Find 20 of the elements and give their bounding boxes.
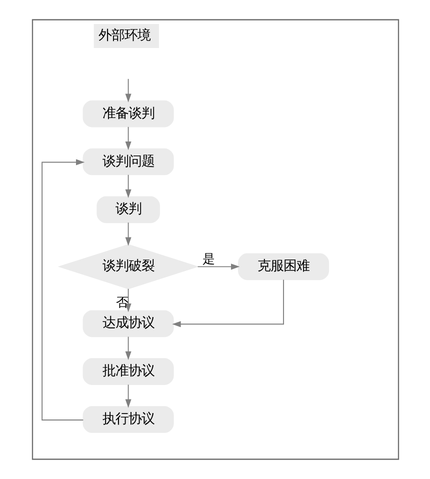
node-box: 准备谈判 (82, 100, 174, 128)
arrow (41, 159, 84, 420)
node-box: 批准协议 (82, 358, 174, 385)
arrow (196, 264, 240, 270)
arrow (124, 126, 131, 150)
arrow (124, 174, 131, 198)
node-box: 克服困难 (238, 253, 329, 280)
node-box: 执行协议 (82, 406, 174, 433)
arrow (124, 288, 131, 312)
node-box: 谈判问题 (82, 148, 174, 176)
arrow (124, 384, 131, 408)
edge-label: 否 (116, 294, 128, 310)
arrow (124, 336, 131, 360)
edge-label: 是 (202, 251, 214, 266)
arrow (172, 279, 284, 328)
arrow (124, 222, 131, 246)
node-box: 谈判 (96, 196, 160, 224)
node-box: 达成协议 (82, 310, 174, 338)
arrow (124, 78, 131, 102)
node-diamond: 谈判破裂 (57, 244, 198, 290)
